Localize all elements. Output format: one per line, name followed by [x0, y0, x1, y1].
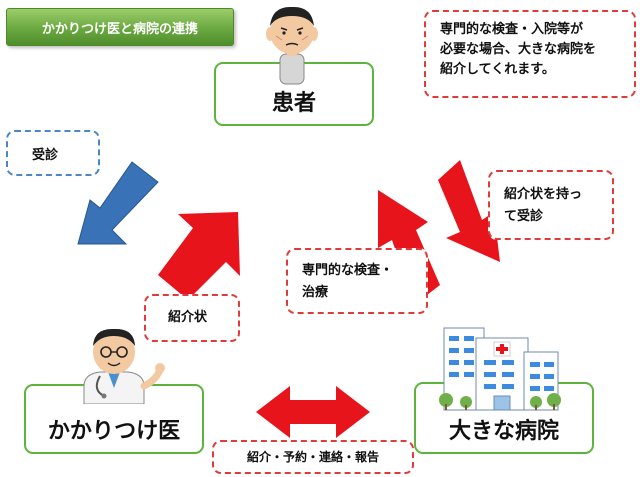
communication-note: 紹介・予約・連絡・報告	[212, 440, 414, 474]
visit-note: 受診	[6, 130, 100, 176]
with-letter-line-2: て受診	[504, 209, 544, 224]
hospital-illustration	[439, 327, 561, 411]
visit-label: 受診	[32, 147, 59, 163]
specialist-line-1: 専門的な検査・	[302, 263, 394, 278]
note-line-2: 必要な場合、大きな病院を	[440, 42, 597, 57]
note-line-3: 紹介してくれます。	[440, 62, 555, 77]
patient-illustration	[266, 6, 318, 85]
blue-visit-arrow	[77, 161, 159, 245]
hospital-label: 大きな病院	[448, 419, 559, 444]
patient-node: 患者	[214, 62, 374, 126]
patient-label: 患者	[271, 91, 316, 116]
specialist-note: 専門的な検査・ 治療	[286, 248, 428, 314]
with-letter-line-1: 紹介状を持っ	[504, 187, 583, 202]
referral-letter-note: 紹介状	[144, 294, 240, 342]
clinic-label: かかりつけ医	[47, 419, 181, 444]
note-line-1: 専門的な検査・入院等が	[440, 22, 584, 37]
referral-letter-label: 紹介状	[168, 310, 208, 325]
red-double-arrow	[256, 386, 370, 438]
specialist-line-2: 治療	[302, 285, 329, 300]
red-arrow-clinic-to-patient	[158, 212, 240, 300]
referral-explanation-note: 専門的な検査・入院等が 必要な場合、大きな病院を 紹介してくれます。	[424, 10, 636, 98]
with-letter-note: 紹介状を持っ て受診	[488, 170, 614, 240]
diagram-title: かかりつけ医と病院の連携	[6, 8, 234, 46]
communication-label: 紹介・予約・連絡・報告	[246, 450, 379, 464]
red-arrow-patient-to-hospital	[438, 160, 500, 262]
doctor-illustration	[83, 328, 165, 404]
